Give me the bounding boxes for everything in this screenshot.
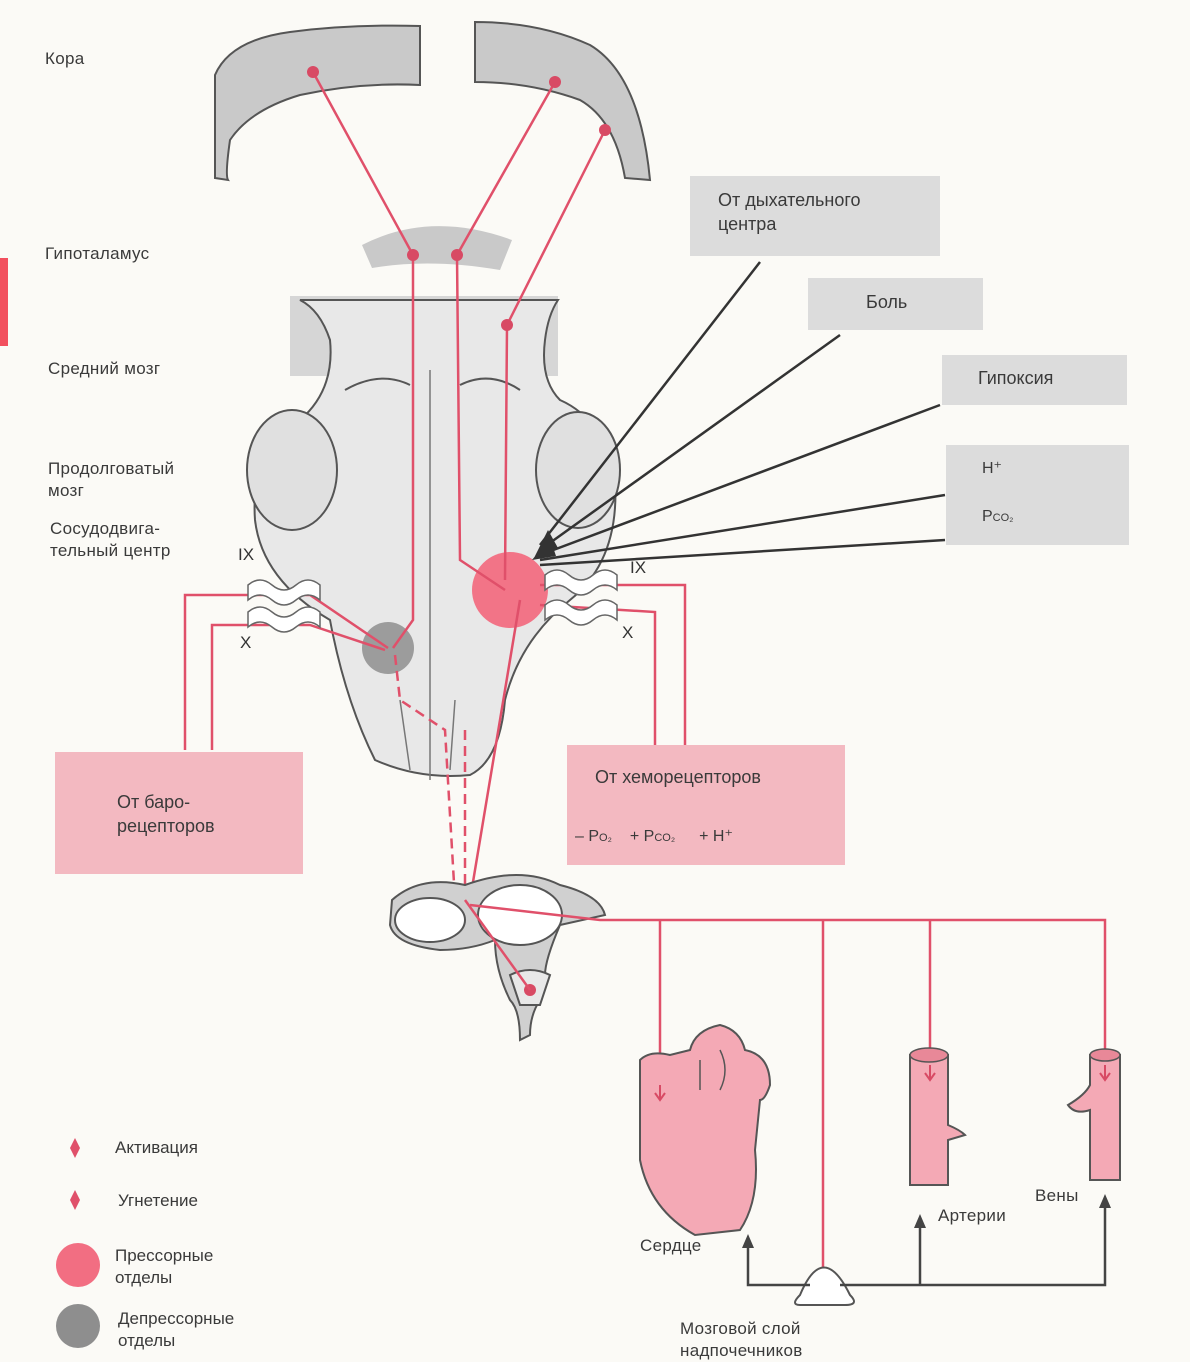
- spinal-section: [395, 898, 465, 942]
- legend-pressor: Прессорные отделы: [115, 1245, 213, 1289]
- edge-marker: [0, 258, 8, 346]
- box-respiratory-center: От дыхательного центра: [690, 176, 940, 256]
- label-hypothalamus: Гипоталамус: [45, 243, 149, 265]
- label-h-plus: H⁺: [982, 457, 1002, 481]
- cortex-left: [215, 26, 420, 180]
- label-heart: Сердце: [640, 1235, 702, 1257]
- label-cortex: Кора: [45, 48, 84, 70]
- label-medulla: Продолговатый мозг: [48, 458, 174, 502]
- cortex-right: [475, 22, 650, 180]
- label-nerve-x-right: X: [622, 623, 633, 643]
- pressor-zone: [472, 552, 548, 628]
- label-vasomotor-center: Сосудодвига- тельный центр: [50, 518, 171, 562]
- label-adrenal-medulla: Мозговой слой надпочечников: [680, 1318, 803, 1362]
- legend-inhibition: Угнетение: [118, 1190, 198, 1212]
- label-pco2: PCO₂: [982, 505, 1013, 530]
- label-nerve-ix-right: IX: [630, 558, 646, 578]
- legend-depressor: Депрессорные отделы: [118, 1308, 234, 1352]
- box-baroreceptors: От баро- рецепторов: [55, 752, 303, 874]
- label-nerve-x-left: X: [240, 633, 251, 653]
- olive-right: [536, 412, 620, 528]
- label-midbrain: Средний мозг: [48, 358, 160, 380]
- box-chemoreceptors: От хеморецепторов – PO₂+ PCO₂+ H⁺: [567, 745, 845, 865]
- box-hypoxia: Гипоксия: [942, 355, 1127, 405]
- efferent-pathways: [465, 900, 1105, 1270]
- pathway-nodes: [307, 66, 611, 331]
- olive-left: [247, 410, 337, 530]
- vein-shape: [1068, 1055, 1120, 1180]
- legend-symbols: [56, 1138, 100, 1348]
- adrenal-outputs: [748, 1205, 1105, 1285]
- label-arteries: Артерии: [938, 1205, 1006, 1227]
- hypothalamus-shape: [362, 226, 512, 270]
- artery-shape: [910, 1055, 965, 1185]
- chemoreceptors-title: От хеморецепторов: [595, 765, 761, 789]
- box-pain: Боль: [808, 278, 983, 330]
- box-h-pco2: H⁺ PCO₂: [946, 445, 1129, 545]
- artery-opening: [910, 1048, 948, 1062]
- legend-activation: Активация: [115, 1137, 198, 1159]
- label-nerve-ix-left: IX: [238, 545, 254, 565]
- heart-shape: [640, 1025, 770, 1235]
- vein-opening: [1090, 1049, 1120, 1061]
- chemoreceptors-formula: – PO₂+ PCO₂+ H⁺: [575, 825, 733, 850]
- label-veins: Вены: [1035, 1185, 1079, 1207]
